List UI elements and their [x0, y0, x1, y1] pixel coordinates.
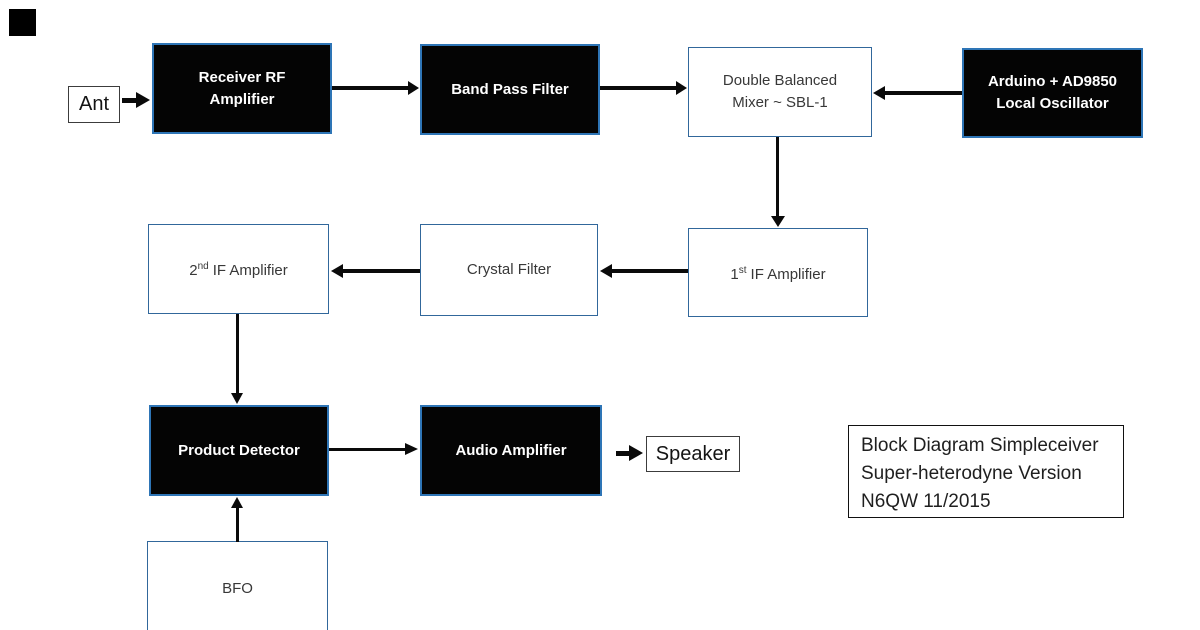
- arrow-audio-amp-to-speaker-shaft: [616, 451, 630, 456]
- arrow-crystal-filter-to-if2-head: [331, 264, 343, 278]
- caption-box: Block Diagram Simpleceiver Super-heterod…: [848, 425, 1124, 518]
- label-line-1: Double Balanced: [722, 72, 838, 89]
- block-label: Ant: [78, 93, 110, 115]
- block-speaker: Speaker: [646, 436, 740, 472]
- arrow-audio-amp-to-speaker-head: [629, 445, 643, 461]
- arrow-ant-to-rf-shaft: [122, 98, 138, 103]
- corner-square-artifact: [9, 9, 36, 36]
- arrow-bpf-to-mixer-head: [676, 81, 687, 95]
- block-label: Receiver RF Amplifier: [199, 67, 286, 111]
- label-line-1: Arduino + AD9850: [987, 73, 1118, 90]
- block-label: Band Pass Filter: [451, 80, 569, 98]
- block-receiver-rf-amplifier: Receiver RF Amplifier: [152, 43, 332, 134]
- caption-line-2: Super-heterodyne Version: [861, 463, 1082, 484]
- block-label: Product Detector: [178, 441, 300, 459]
- arrow-bpf-to-mixer-shaft: [600, 86, 677, 90]
- arrow-rf-to-bpf-head: [408, 81, 419, 95]
- block-product-detector: Product Detector: [149, 405, 329, 496]
- label-line-2: Local Oscillator: [996, 95, 1109, 112]
- label-line-1: Receiver RF: [198, 68, 286, 86]
- block-crystal-filter: Crystal Filter: [420, 224, 598, 316]
- label-number: 2: [189, 262, 198, 279]
- arrow-crystal-filter-to-if2-shaft: [343, 269, 420, 273]
- block-bfo: BFO: [147, 541, 328, 630]
- block-audio-amplifier: Audio Amplifier: [420, 405, 602, 496]
- label-superscript: nd: [197, 261, 209, 272]
- label-superscript: st: [738, 264, 747, 276]
- block-label: BFO: [222, 579, 253, 597]
- block-band-pass-filter: Band Pass Filter: [420, 44, 600, 135]
- arrow-bfo-to-product-detector-shaft: [236, 507, 239, 542]
- label-number: 1: [730, 265, 739, 283]
- arrow-if1-to-crystal-filter-shaft: [612, 269, 688, 273]
- block-antenna: Ant: [68, 86, 120, 123]
- arrow-if1-to-crystal-filter-head: [600, 264, 612, 278]
- arrow-product-detector-to-audio-amp-head: [405, 443, 418, 455]
- caption-line-3: N6QW 11/2015: [861, 491, 991, 512]
- arrow-if2-to-product-detector-head: [231, 393, 243, 404]
- arrow-lo-to-mixer-head: [873, 86, 885, 100]
- arrow-lo-to-mixer-shaft: [885, 91, 962, 95]
- arrow-product-detector-to-audio-amp-shaft: [329, 448, 407, 451]
- arrow-ant-to-rf-head: [136, 92, 150, 108]
- label-rest: IF Amplifier: [212, 262, 288, 279]
- arrow-if2-to-product-detector-shaft: [236, 314, 239, 394]
- label-line-2: Amplifier: [209, 90, 275, 108]
- block-label: Speaker: [655, 442, 731, 465]
- arrow-mixer-to-if1-shaft: [776, 137, 779, 217]
- arrow-mixer-to-if1-head: [771, 216, 785, 227]
- arrow-rf-to-bpf-shaft: [332, 86, 410, 90]
- label-line-2: Mixer ~ SBL-1: [732, 94, 828, 111]
- caption-line-1: Block Diagram Simpleceiver: [861, 435, 1099, 456]
- block-label: Audio Amplifier: [455, 441, 567, 459]
- arrow-bfo-to-product-detector-head: [231, 497, 243, 508]
- block-label: Crystal Filter: [466, 261, 552, 278]
- label-rest: IF Amplifier: [750, 265, 826, 283]
